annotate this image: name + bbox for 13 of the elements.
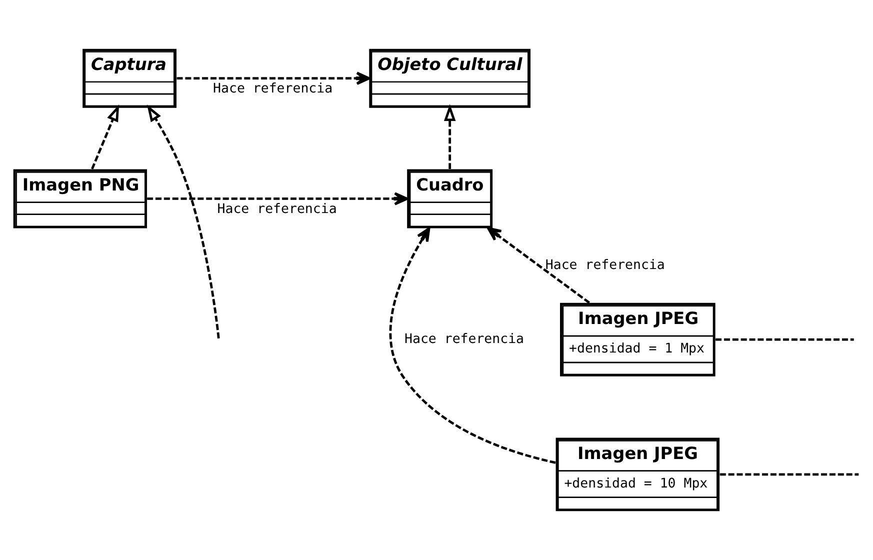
arrow <box>389 227 556 464</box>
arrow <box>147 104 220 338</box>
arrow <box>176 72 370 85</box>
arrow <box>147 192 408 206</box>
connector <box>720 473 859 476</box>
edge-label: Hace referencia <box>545 258 665 273</box>
edge-label: Hace referencia <box>213 82 333 97</box>
arrow <box>91 104 120 170</box>
arrow <box>444 104 456 169</box>
connector <box>716 338 854 341</box>
edge-label: Hace referencia <box>217 202 337 217</box>
edge-label: Hace referencia <box>404 332 524 347</box>
arrow <box>487 227 590 304</box>
